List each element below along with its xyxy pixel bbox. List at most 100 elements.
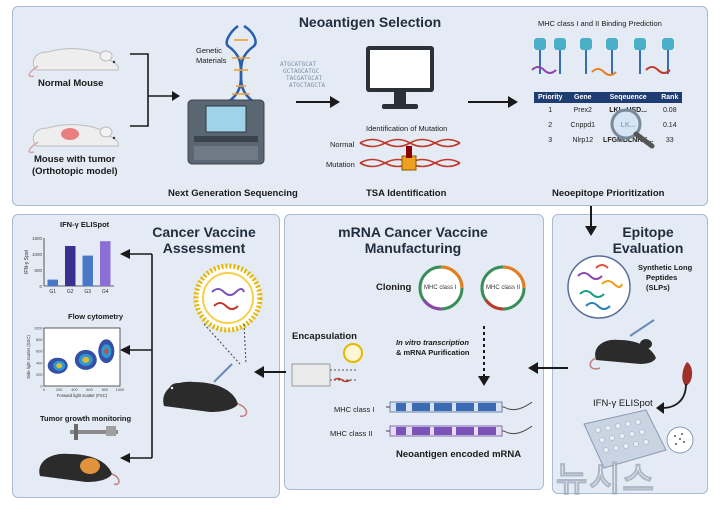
table-header-sequence: Seqeuence (599, 92, 658, 103)
bracket-arrows (130, 53, 180, 127)
cloning-label: Cloning (376, 282, 412, 293)
table-row: 3 Nlrp12 LFGMDLNRK... 33 (534, 133, 682, 148)
normal-dna-strand (359, 138, 461, 148)
x-tick-label: G3 (84, 289, 91, 295)
svg-text:ATGCTAGCTA: ATGCTAGCTA (289, 82, 326, 89)
svg-text:ATGCATGCAT: ATGCATGCAT (280, 61, 317, 68)
bar (100, 241, 111, 286)
table-cell: 1 (548, 107, 553, 114)
y-tick-label: 500 (34, 268, 42, 273)
plasmid-mhc1-label: MHC class I (424, 285, 457, 291)
table-header-rank: Rank (657, 92, 683, 103)
flow-density-blob (56, 363, 63, 369)
table-cell: 33 (665, 137, 674, 144)
x-tick-label: G1 (49, 289, 56, 295)
magnifier-icon (610, 108, 655, 149)
arrow-to-mrna (528, 362, 568, 374)
table-cell: 0.08 (662, 107, 677, 114)
encoded-mrna-label: Neoantigen encoded mRNA (396, 449, 522, 460)
flow-y-tick: 800 (36, 338, 42, 342)
assessment-tumor-mouse (39, 453, 120, 486)
arrow-spleen-to-elispot (656, 383, 687, 414)
tumor-mouse-label-2: (Orthotopic model) (32, 166, 118, 177)
flow-y-tick: 400 (36, 361, 42, 365)
assessment-title-2: Assessment (162, 240, 246, 256)
flow-density-blob (82, 356, 90, 363)
bar (47, 279, 58, 286)
arrow-to-assessment (254, 366, 286, 378)
bar (82, 255, 93, 286)
table-cell: Nlrp12 (572, 137, 594, 144)
lnp-zoom-icon (193, 263, 263, 333)
elispot-well-zoom (666, 426, 694, 454)
arrow-to-tsa (296, 96, 340, 108)
flow-y-tick: 0 (40, 385, 42, 389)
dotted-arrow-down (478, 326, 490, 386)
flow-x-tick: 800 (102, 388, 108, 392)
flow-y-tick: 1000 (34, 327, 42, 331)
assessment-title-1: Cancer Vaccine (152, 224, 256, 240)
flow-x-tick: 0 (43, 388, 45, 392)
normal-mouse-image (28, 48, 119, 78)
table-header-gene: Gene (566, 92, 600, 103)
bar-chart-title: IFN-γ ELISpot (60, 220, 110, 229)
ivt-label-2: & mRNA Purification (396, 348, 470, 357)
tumor-growth-label: Tumor growth monitoring (40, 414, 132, 423)
peptides-circle-icon (567, 255, 631, 319)
microfluidic-device-icon (291, 363, 356, 387)
epitope-title-2: Evaluation (612, 240, 684, 256)
flow-x-tick: 200 (56, 388, 62, 392)
epitope-elispot-label: IFN-γ ELISpot (593, 398, 653, 409)
flow-y-label: Side light scatter (SSC) (26, 335, 31, 379)
caliper-icon (70, 424, 118, 440)
ngs-label: Next Generation Sequencing (168, 188, 298, 199)
slp-label-1: Synthetic Long (638, 263, 693, 272)
mutation-marker (406, 146, 412, 158)
table-cell: LFGMDLNRK... (603, 137, 654, 144)
plasmid-mhc2-icon (480, 265, 526, 311)
vaccinated-mouse (163, 363, 248, 417)
y-tick-label: 1000 (32, 252, 43, 257)
svg-text:TACGATGCAT: TACGATGCAT (286, 75, 323, 82)
neoantigen-selection-panel (12, 6, 708, 206)
mrna-manufacturing-panel (284, 214, 544, 490)
epitope-title-1: Epitope (622, 224, 674, 240)
mrna-strand-1 (386, 401, 533, 413)
assessment-bracket-arrows (120, 249, 153, 463)
mhc-molecules-icon (531, 38, 674, 76)
dna-helix-icon (225, 24, 257, 104)
flow-x-tick: 400 (71, 388, 77, 392)
neoantigen-selection-title: Neoantigen Selection (298, 14, 442, 30)
zoom-lines (203, 323, 247, 365)
bar (65, 246, 76, 286)
flow-density-blob (104, 348, 109, 355)
watermark-text: 뉴시스 (556, 460, 656, 501)
elispot-plate-icon (583, 409, 667, 469)
plasmid-mhc1-icon (418, 265, 464, 311)
computer-monitor-icon (366, 46, 434, 109)
tumor-mouse-label-1: Mouse with tumor (34, 154, 116, 165)
normal-mouse-label: Normal Mouse (38, 78, 104, 89)
svg-text:GCTAGCATGC: GCTAGCATGC (283, 68, 320, 75)
y-tick-label: 1500 (32, 236, 43, 241)
table-cell: Prex2 (573, 107, 592, 114)
arrow-to-epitope (585, 206, 597, 236)
table-cell: 0.14 (662, 122, 677, 129)
table-cell: 3 (548, 137, 553, 144)
neoepitope-label: Neoepitope Prioritization (552, 188, 665, 199)
spleen-icon (682, 362, 693, 386)
mhc-prediction-label: MHC class I and II Binding Prediction (538, 19, 662, 28)
arrow-to-prioritization (468, 96, 518, 108)
flow-y-tick: 600 (36, 350, 42, 354)
flow-cytometry-label: Flow cytometry (68, 312, 124, 321)
encapsulation-label: Encapsulation (292, 331, 357, 342)
mrna-title-2: Manufacturing (364, 240, 462, 256)
sequence-text-decoration: ATGCATGCAT GCTAGCATGC TACGATGCAT ATGCTAG… (280, 61, 326, 89)
flow-x-tick: 600 (86, 388, 92, 392)
slp-label-3: (SLPs) (646, 283, 670, 292)
y-axis-label: IFN-γ Spot (24, 249, 30, 274)
mrna-strand-2 (386, 425, 533, 437)
table-cell: 2 (548, 122, 553, 129)
